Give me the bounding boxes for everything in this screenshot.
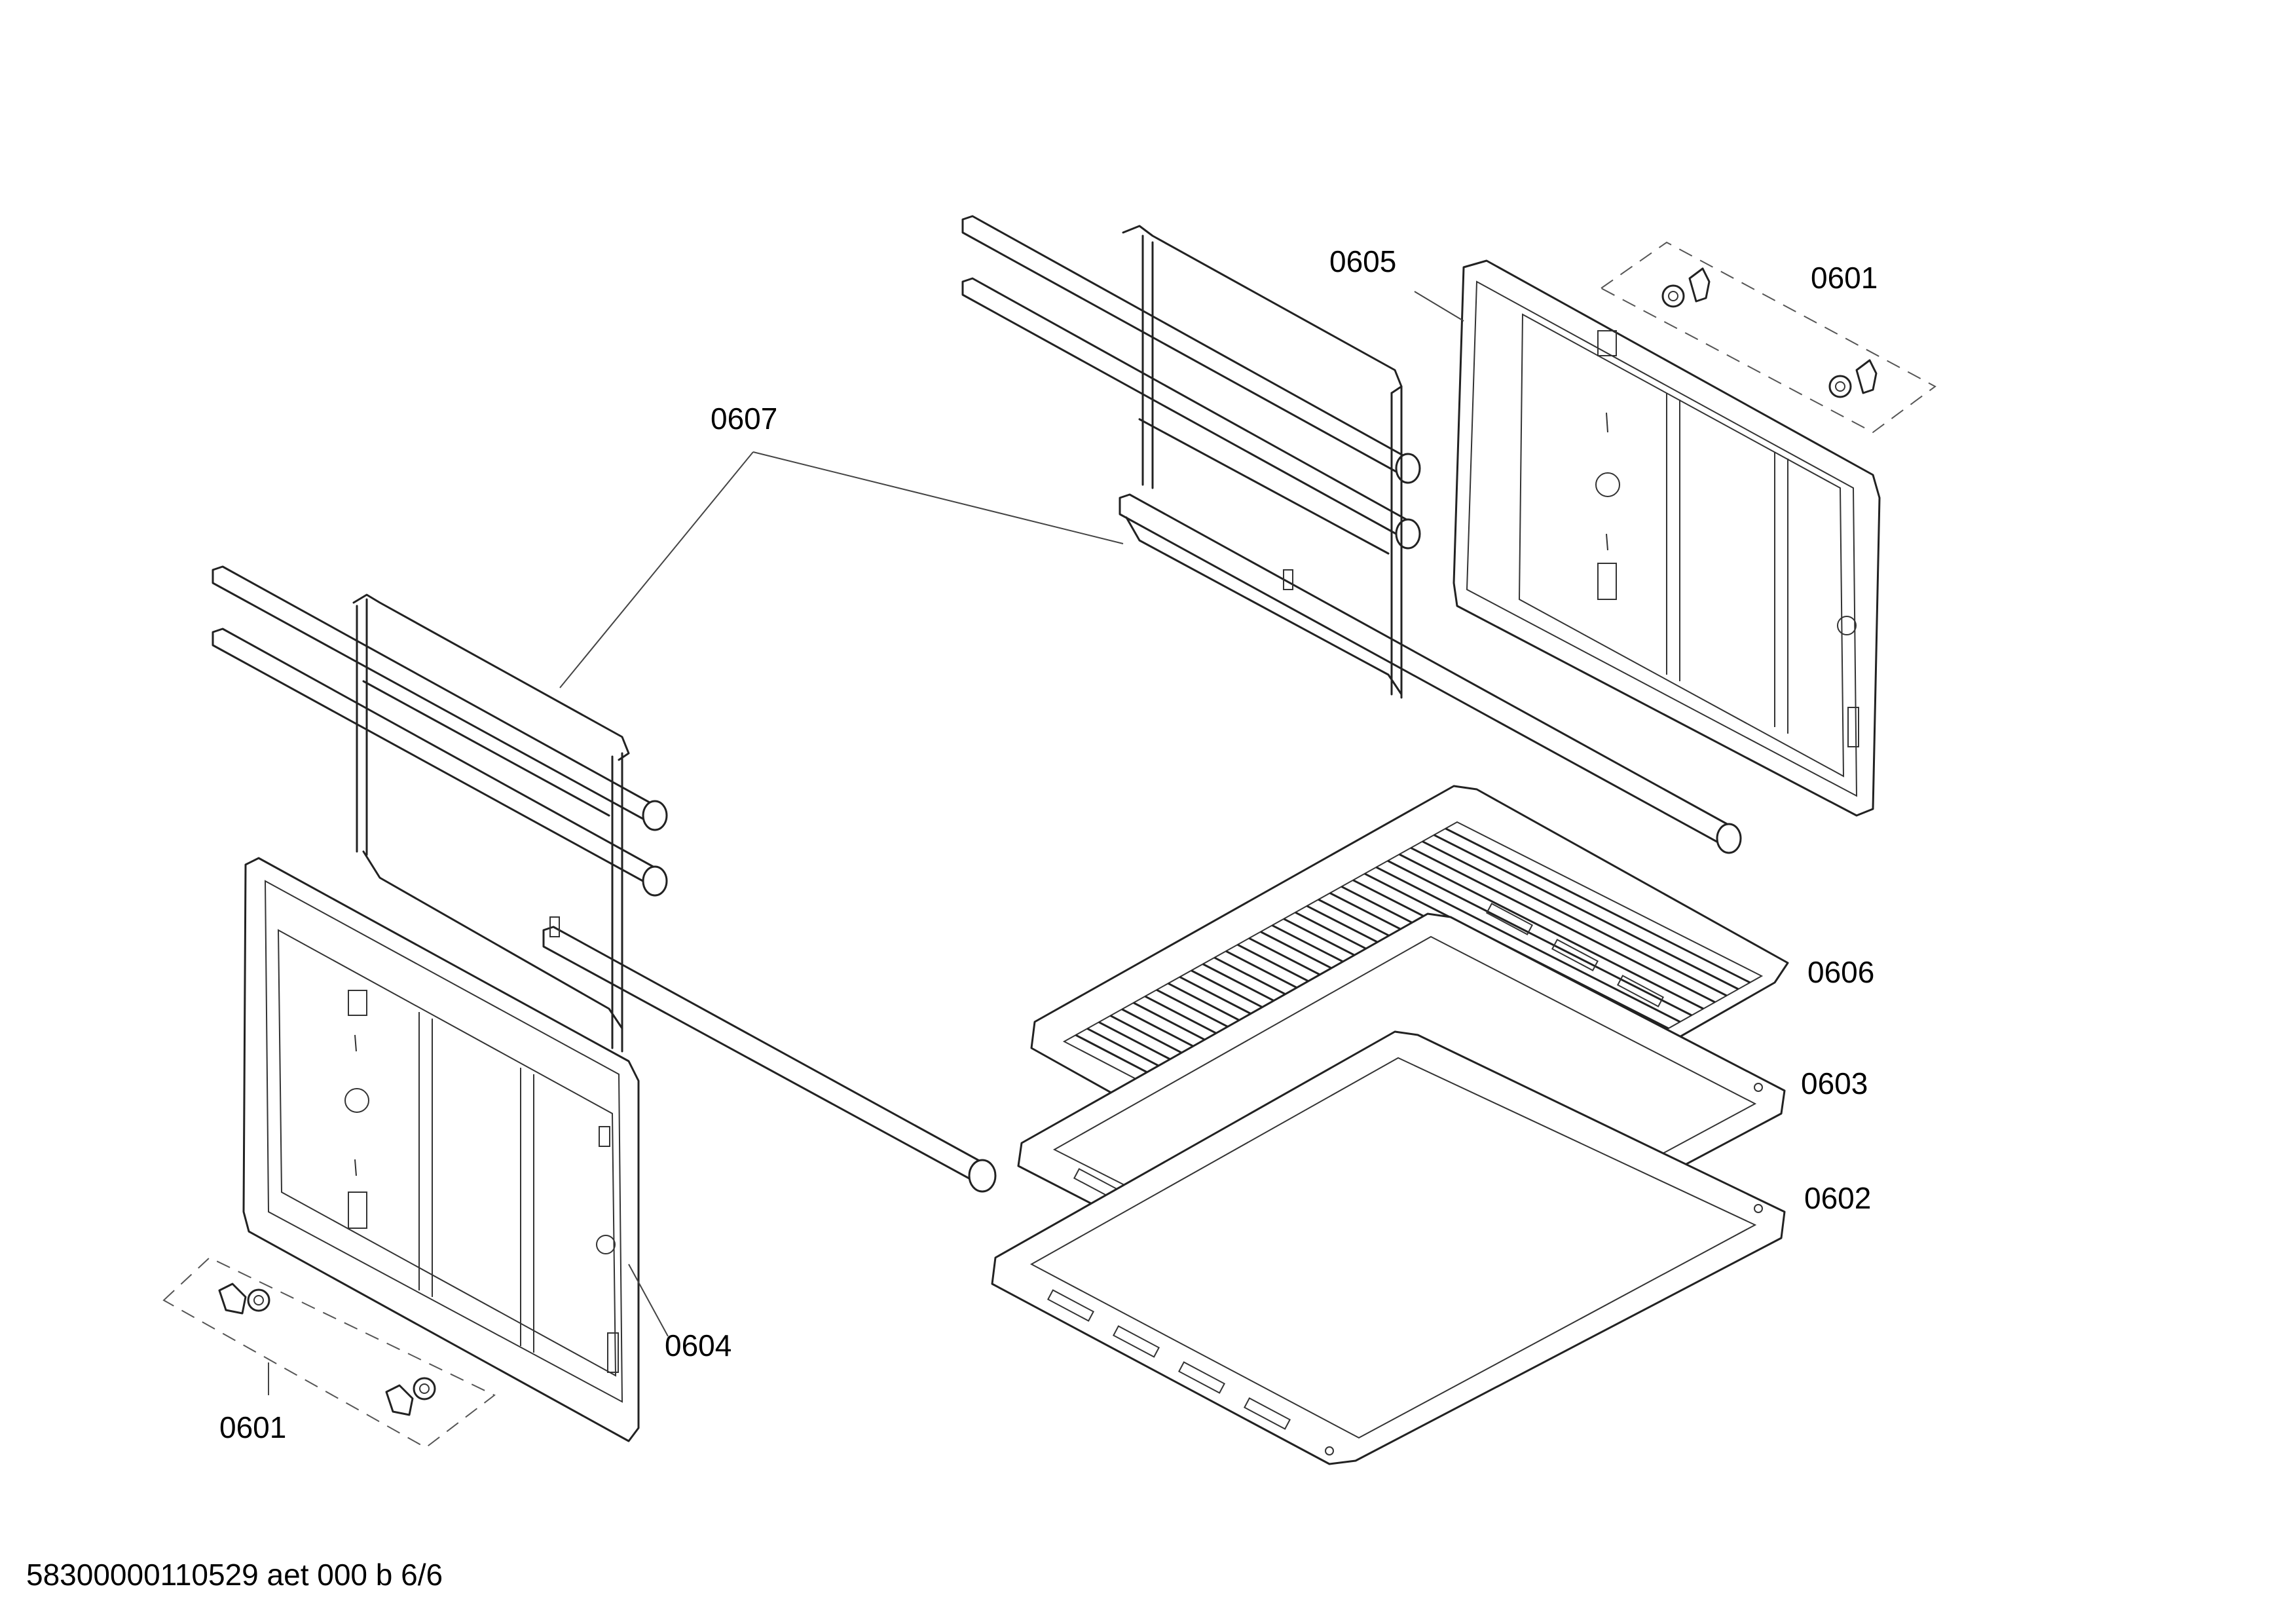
callout-0606: 0606 [1807,955,1874,989]
callout-0607: 0607 [711,402,777,436]
shelf-wire [1445,827,1750,984]
shelf-wire [1422,840,1728,997]
callout-0604: 0604 [665,1328,731,1362]
shelf-wire [1387,859,1692,1017]
telescopic-rails-upper [961,215,1742,854]
shelf-wire [1399,853,1704,1010]
callout-0601-top: 0601 [1811,261,1878,295]
fastener-kit-bottom [162,1256,496,1449]
side-panel-right [1453,259,1881,817]
baking-tray-deep [991,1030,1786,1465]
shelf-wire [1375,866,1681,1023]
side-panel-left [242,857,640,1442]
callout-0601-bottom: 0601 [219,1410,286,1444]
callout-0605: 0605 [1329,244,1396,278]
telescopic-rails-lower [212,565,997,1193]
shelf-wire [1410,847,1716,1004]
document-id: 58300000110529 aet 000 b 6/6 [26,1558,443,1592]
callout-0603: 0603 [1801,1066,1868,1100]
callout-0602: 0602 [1804,1181,1871,1215]
leader-lines [268,291,1464,1395]
shelf-wire [1434,834,1739,990]
fastener-kit-top [1600,241,1936,434]
